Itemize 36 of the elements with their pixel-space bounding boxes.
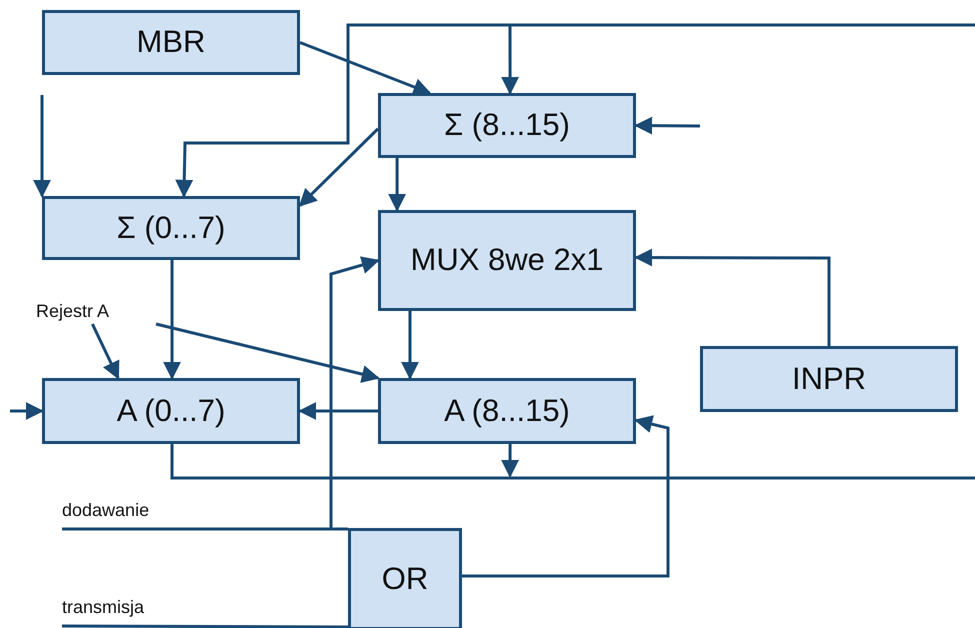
connector-arrow — [91, 323, 120, 380]
process-box — [378, 93, 636, 158]
connector-arrow — [501, 444, 520, 478]
box-label: A (0...7) — [116, 392, 226, 430]
process-box — [42, 196, 300, 260]
connector-arrow — [156, 322, 380, 383]
connector-arrow — [33, 95, 51, 198]
box-label: OR — [380, 560, 430, 598]
connector-arrow — [462, 415, 670, 578]
connector-arrow — [299, 41, 432, 96]
process-box — [42, 10, 300, 75]
connector-arrow — [634, 248, 830, 346]
process-box — [42, 378, 300, 444]
process-box — [348, 528, 462, 628]
connector-arrow — [175, 24, 975, 198]
connector-arrow — [388, 158, 406, 212]
signal-label: Rejestr A — [36, 300, 110, 322]
process-box — [700, 346, 958, 412]
connector-arrow — [298, 128, 380, 207]
box-label: A (8...15) — [443, 392, 571, 430]
connector-arrow — [10, 402, 44, 420]
signal-label: dodawanie — [62, 500, 150, 521]
box-label: Σ (0...7) — [116, 208, 226, 247]
process-box — [378, 210, 636, 311]
connector-arrow — [298, 402, 378, 420]
connector-arrow — [62, 256, 380, 530]
connector-arrow — [634, 116, 700, 135]
connector-arrow — [501, 25, 520, 95]
box-label: INPR — [790, 360, 868, 398]
signal-label: transmisja — [62, 597, 144, 618]
connector-arrow — [163, 260, 182, 380]
connector-arrow — [401, 311, 419, 380]
process-box — [378, 378, 636, 444]
box-label: Σ (8...15) — [443, 106, 571, 144]
box-label: MBR — [136, 23, 206, 62]
box-label: MUX 8we 2x1 — [410, 241, 604, 280]
